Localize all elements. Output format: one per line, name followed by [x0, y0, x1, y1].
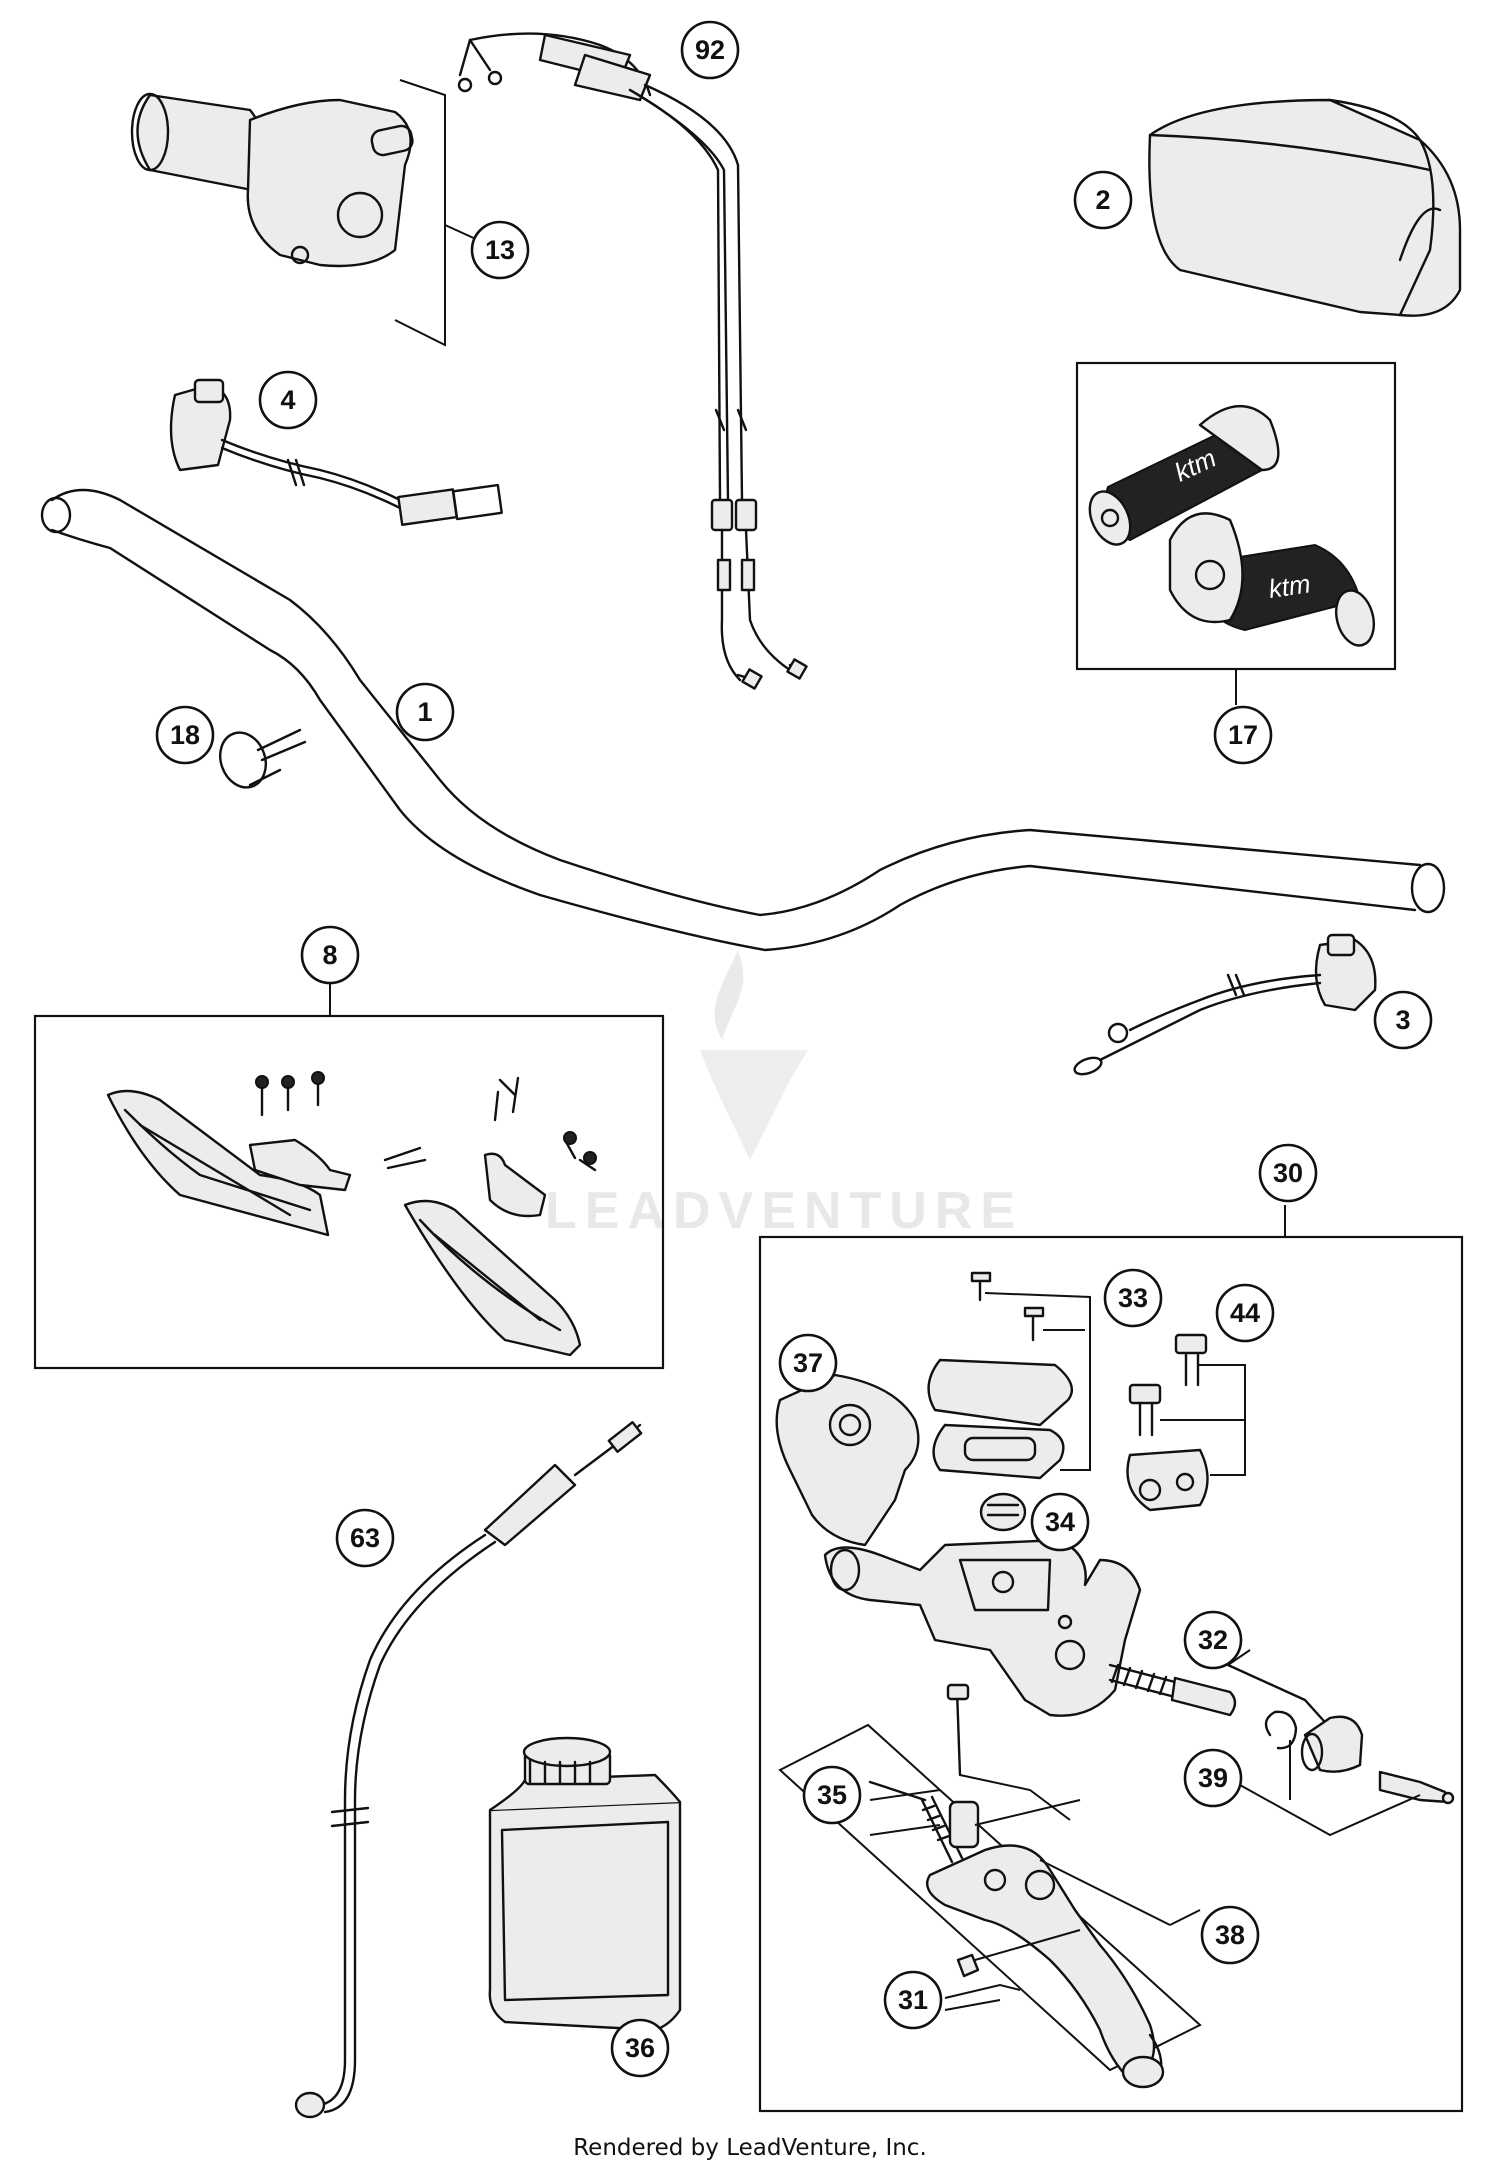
throttle-cables — [457, 32, 808, 690]
watermark-text: LEADVENTURE — [545, 1182, 1023, 1240]
callout-36[interactable]: 36 — [610, 2018, 670, 2078]
svg-text:34: 34 — [1045, 1507, 1075, 1537]
svg-text:2: 2 — [1095, 185, 1110, 215]
grip-logo-lower: ktm — [1267, 568, 1313, 604]
handlebar-pad — [1148, 98, 1462, 317]
reservoir-diaphragm — [979, 1492, 1027, 1532]
grip-lower: ktm — [1168, 512, 1376, 647]
render-credit: Rendered by LeadVenture, Inc. — [573, 2135, 927, 2161]
callout-39[interactable]: 39 — [1183, 1748, 1243, 1808]
callout-30[interactable]: 30 — [1258, 1143, 1318, 1203]
svg-text:37: 37 — [793, 1348, 823, 1378]
brake-fluid-bottle — [488, 1736, 682, 2032]
callout-2[interactable]: 2 — [1073, 170, 1133, 230]
callout-92[interactable]: 92 — [680, 20, 740, 80]
callout-8[interactable]: 8 — [300, 925, 360, 985]
brake-line — [294, 1421, 643, 2119]
callout-35[interactable]: 35 — [802, 1765, 862, 1825]
svg-text:92: 92 — [695, 35, 725, 65]
lever-assembly — [778, 1683, 1202, 2089]
grip-upper: ktm — [1088, 405, 1280, 546]
callout-4[interactable]: 4 — [258, 370, 318, 430]
svg-text:33: 33 — [1118, 1283, 1148, 1313]
callout-33[interactable]: 33 — [1103, 1268, 1163, 1328]
callout-44[interactable]: 44 — [1215, 1283, 1275, 1343]
boot-and-pushrod — [1239, 1710, 1455, 1837]
svg-text:17: 17 — [1228, 720, 1258, 750]
callout-3[interactable]: 3 — [1373, 990, 1433, 1050]
callout-32[interactable]: 32 — [1183, 1610, 1243, 1670]
reservoir-cover — [927, 1271, 1091, 1480]
master-cylinder-cover — [775, 1373, 920, 1547]
callout-37[interactable]: 37 — [778, 1333, 838, 1393]
throttle-assembly — [130, 79, 479, 347]
svg-text:18: 18 — [170, 720, 200, 750]
grips-box: ktm ktm — [1075, 361, 1397, 705]
handlebar — [40, 488, 1446, 952]
cable-tie — [219, 728, 307, 789]
callout-34[interactable]: 34 — [1030, 1492, 1090, 1552]
svg-text:35: 35 — [817, 1780, 847, 1810]
svg-text:31: 31 — [898, 1985, 928, 2015]
clamp — [1126, 1333, 1246, 1512]
master-cylinder-box — [758, 1205, 1464, 2113]
svg-text:38: 38 — [1215, 1920, 1245, 1950]
svg-text:30: 30 — [1273, 1158, 1303, 1188]
svg-text:3: 3 — [1395, 1005, 1410, 1035]
kill-switch — [169, 378, 503, 526]
svg-text:4: 4 — [280, 385, 295, 415]
svg-text:13: 13 — [485, 235, 515, 265]
watermark: LEADVENTURE — [545, 950, 1023, 1240]
svg-text:63: 63 — [350, 1523, 380, 1553]
svg-text:44: 44 — [1230, 1298, 1260, 1328]
callout-38[interactable]: 38 — [1200, 1905, 1260, 1965]
svg-text:36: 36 — [625, 2033, 655, 2063]
callout-63[interactable]: 63 — [335, 1508, 395, 1568]
callout-31[interactable]: 31 — [883, 1970, 943, 2030]
map-switch — [1073, 933, 1377, 1076]
master-cylinder-body — [823, 1538, 1142, 1717]
svg-text:1: 1 — [417, 697, 432, 727]
callout-13[interactable]: 13 — [470, 220, 530, 280]
svg-text:32: 32 — [1198, 1625, 1228, 1655]
handguard-box — [33, 978, 665, 1370]
callout-1[interactable]: 1 — [395, 682, 455, 742]
svg-text:8: 8 — [322, 940, 337, 970]
callout-17[interactable]: 17 — [1213, 705, 1273, 765]
callout-18[interactable]: 18 — [155, 705, 215, 765]
svg-text:39: 39 — [1198, 1763, 1228, 1793]
